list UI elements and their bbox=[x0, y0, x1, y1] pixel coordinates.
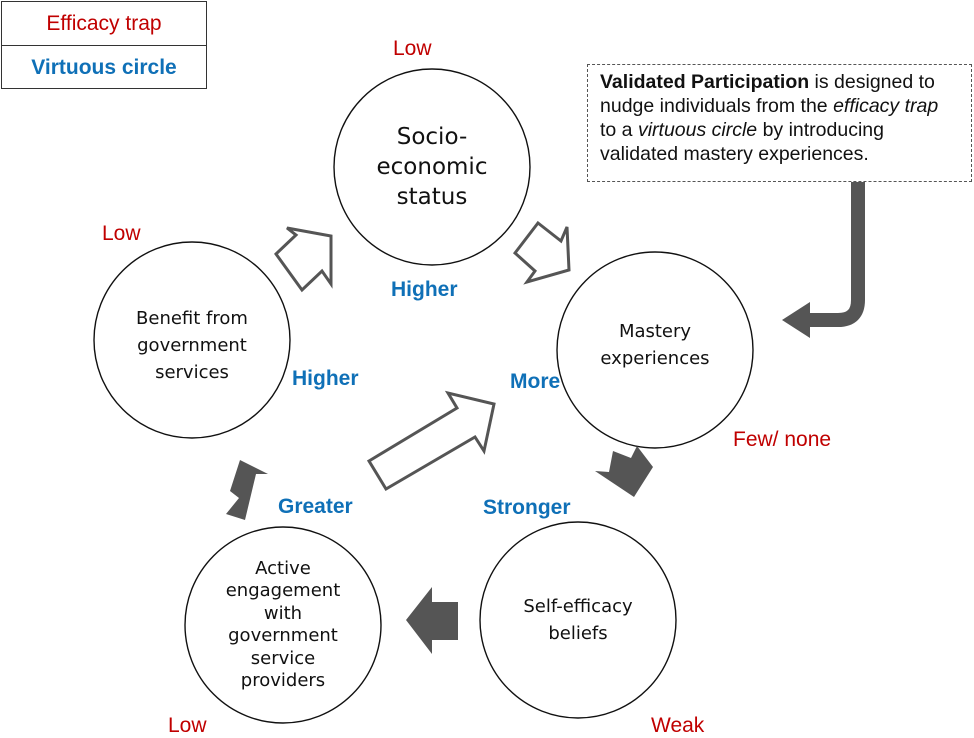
arrow-engage-to-benefit-icon bbox=[226, 460, 268, 520]
virtuous-label-mastery: More bbox=[510, 370, 561, 393]
arrow-selfeff-to-engage-icon bbox=[406, 587, 458, 654]
legend: Efficacy trap Virtuous circle bbox=[1, 1, 207, 89]
virtuous-label-benefit: Higher bbox=[292, 367, 359, 390]
callout-text-3: by introducing validated mastery experie… bbox=[600, 119, 884, 165]
virtuous-label-engage: Greater bbox=[278, 495, 353, 518]
node-label-engage: Active engagement with government servic… bbox=[225, 557, 341, 692]
legend-efficacy-trap: Efficacy trap bbox=[2, 2, 206, 46]
node-label-selfeff: Self-efficacy beliefs bbox=[523, 596, 633, 644]
legend-virtuous-circle: Virtuous circle bbox=[31, 55, 177, 79]
arrow-virtuous-diagonal-icon bbox=[366, 390, 496, 492]
node-label-mastery: Mastery experiences bbox=[600, 321, 710, 369]
trap-label-mastery: Few/ none bbox=[733, 428, 832, 451]
validated-participation-callout: Validated Participation is designed to n… bbox=[587, 64, 972, 182]
virtuous-label-selfeff: Stronger bbox=[483, 496, 571, 519]
trap-label-engage: Low bbox=[168, 714, 207, 737]
node-circle-mastery bbox=[556, 251, 754, 449]
node-ses: Socio- economic status bbox=[352, 117, 512, 217]
node-selfeff: Self-efficacy beliefs bbox=[498, 590, 658, 650]
node-mastery: Mastery experiences bbox=[575, 310, 735, 380]
callout-italic-1: efficacy trap bbox=[833, 95, 939, 117]
node-benefit: Benefit from government services bbox=[112, 300, 272, 390]
trap-label-selfeff: Weak bbox=[651, 714, 705, 737]
arrow-ses-to-mastery-icon bbox=[512, 220, 571, 285]
node-circle-ses bbox=[333, 68, 531, 266]
trap-label-ses: Low bbox=[393, 37, 432, 60]
arrow-validated-participation-head-icon bbox=[782, 302, 810, 338]
callout-bold: Validated Participation bbox=[600, 71, 810, 93]
node-circle-engage bbox=[184, 526, 382, 724]
node-circle-selfeff bbox=[479, 521, 677, 719]
node-circle-benefit bbox=[93, 241, 291, 439]
node-label-benefit: Benefit from government services bbox=[136, 307, 248, 383]
node-label-ses: Socio- economic status bbox=[376, 124, 488, 210]
callout-text-1: is designed to nudge individuals from th… bbox=[600, 71, 935, 117]
virtuous-label-ses: Higher bbox=[391, 278, 458, 301]
arrow-mastery-to-selfeff-icon bbox=[595, 446, 653, 497]
callout-text-2: to a bbox=[600, 119, 638, 141]
arrow-validated-participation-icon bbox=[808, 182, 865, 327]
callout-italic-2: virtuous circle bbox=[637, 119, 758, 141]
arrow-benefit-to-ses-icon bbox=[274, 226, 333, 293]
node-engage: Active engagement with government servic… bbox=[203, 525, 363, 725]
trap-label-benefit: Low bbox=[102, 222, 141, 245]
